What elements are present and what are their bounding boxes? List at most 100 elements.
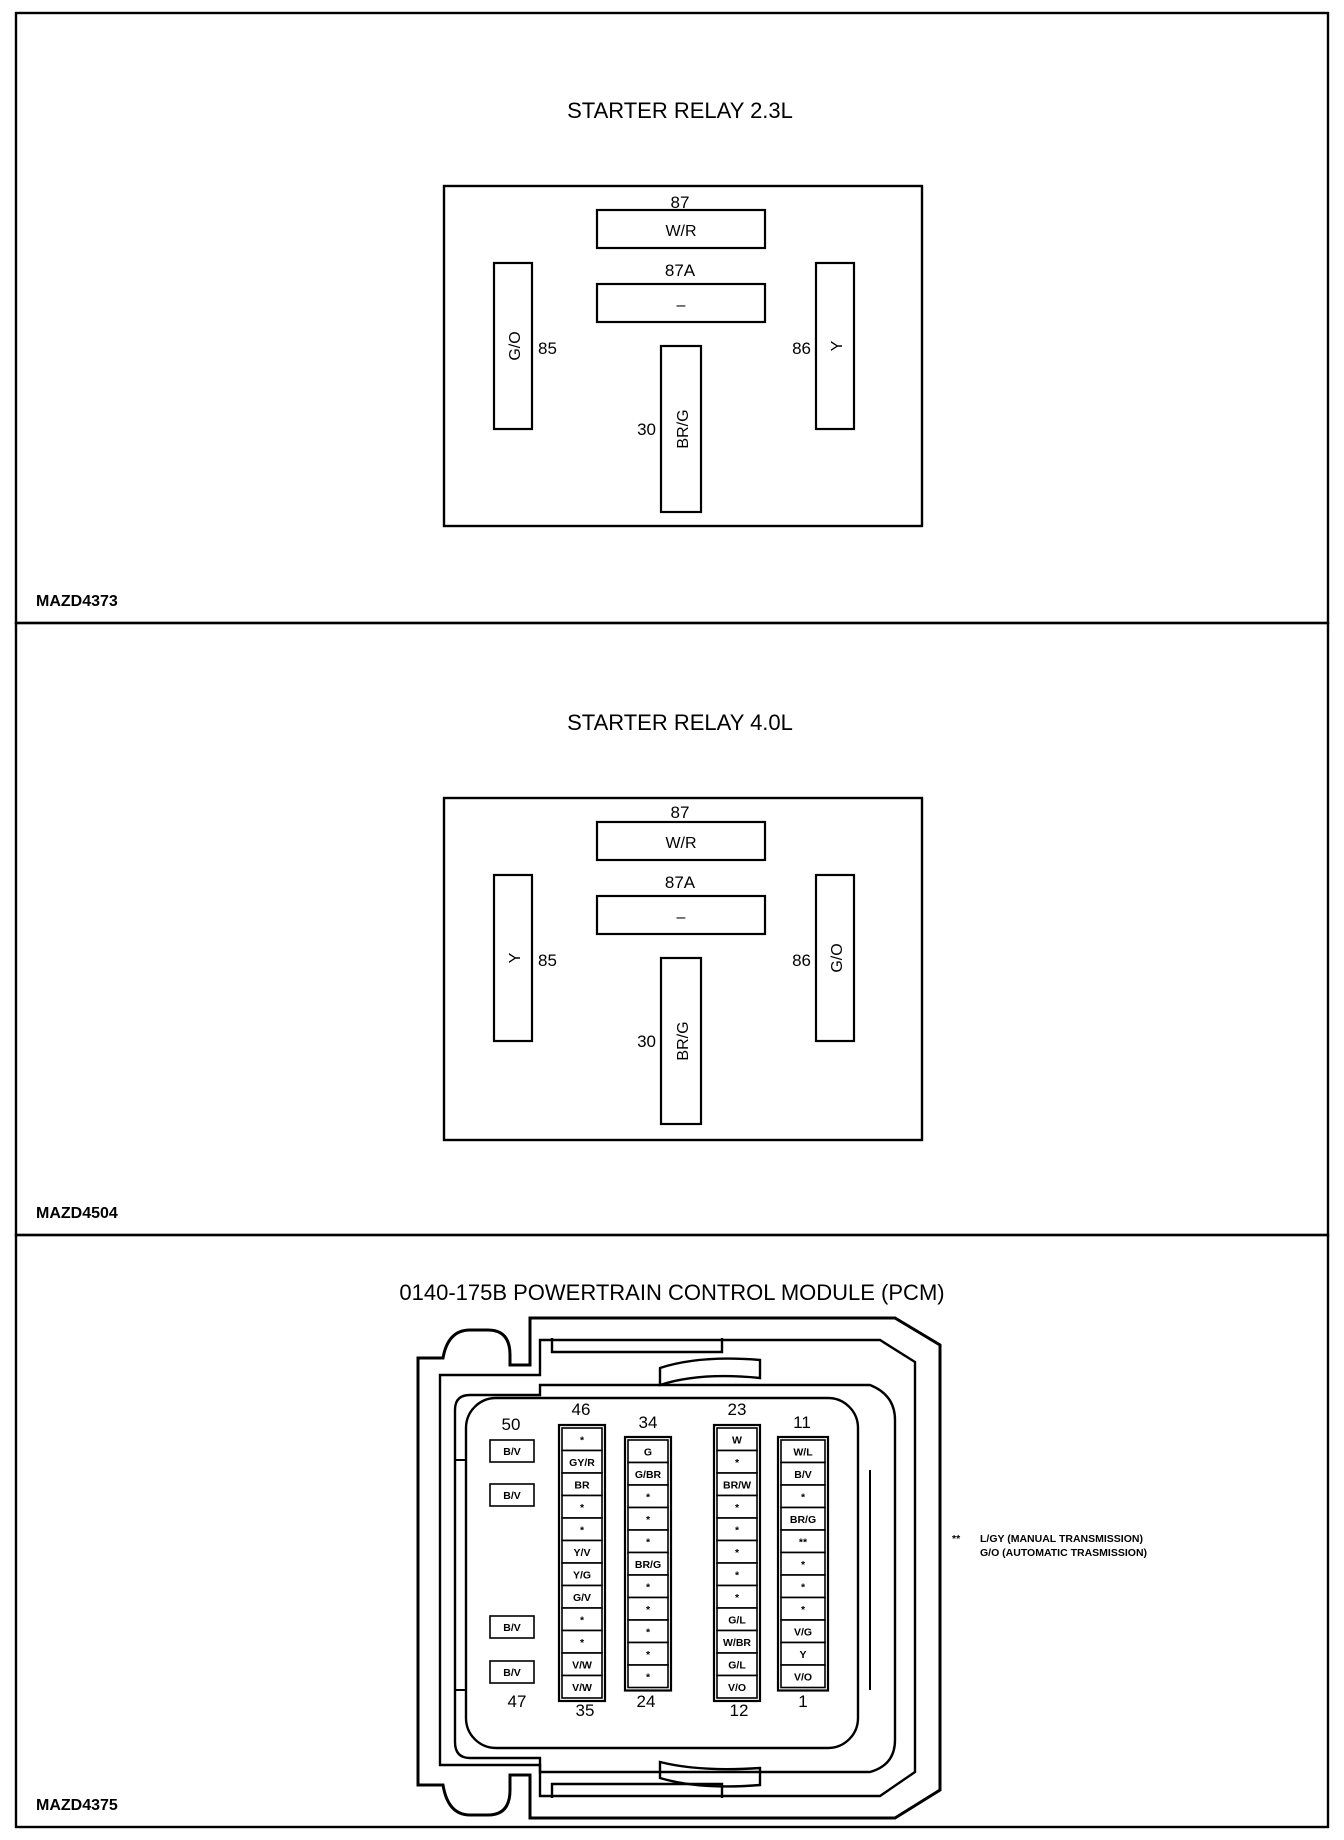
pin-wire-color: BR [574, 1479, 590, 1491]
pin-wire-color: * [646, 1581, 651, 1593]
transmission-note: ** L/GY (MANUAL TRANSMISSION) G/O (AUTOM… [952, 1533, 1147, 1559]
pin-wire-color: V/O [728, 1682, 746, 1694]
panel-title: 0140-175B POWERTRAIN CONTROL MODULE (PCM… [399, 1280, 944, 1305]
pin-wire-color: * [646, 1536, 651, 1548]
pin-wire-color: ** [799, 1536, 808, 1548]
pin-column-23-12: W*BR/W*****G/LW/BRG/LV/O [712, 1423, 762, 1703]
pin-cell: * [627, 1529, 669, 1554]
column-labels-bottom: 47 35 24 12 1 [508, 1692, 808, 1720]
pin-cell: * [561, 1427, 603, 1452]
pin-cell: * [627, 1484, 669, 1509]
pin-wire-color: G/V [573, 1592, 591, 1604]
connector-outer-shell [416, 1316, 942, 1820]
pin-cell: * [561, 1494, 603, 1519]
wire-color: BR/G [675, 1021, 692, 1060]
pin-terminal [492, 873, 534, 1043]
panel-pcm-connector: 0140-175B POWERTRAIN CONTROL MODULE (PCM… [14, 1233, 1330, 1829]
col-label-1: 1 [798, 1692, 807, 1711]
pin-wire-color: * [735, 1524, 740, 1536]
pin-cell: B/V [489, 1439, 535, 1463]
figure-code: MAZD4375 [36, 1797, 118, 1814]
wire-color: – [677, 297, 686, 314]
pin-number: 87 [671, 193, 690, 212]
wire-color: G/O [829, 943, 846, 972]
pin-cell: * [716, 1494, 758, 1519]
pin-cell-box [489, 1660, 535, 1684]
pin-cell: * [716, 1584, 758, 1609]
col-label-35: 35 [576, 1701, 595, 1720]
pin-cell: W/BR [716, 1629, 758, 1654]
pin-cell: V/W [561, 1674, 603, 1699]
note-line-2: G/O (AUTOMATIC TRASMISSION) [980, 1547, 1147, 1559]
pin-terminal [595, 282, 767, 324]
pin-wire-color: * [646, 1514, 651, 1526]
wire-color: G/O [507, 331, 524, 360]
pin-wire-color: W/L [793, 1446, 813, 1458]
pin-cell: * [780, 1484, 826, 1509]
pin-wire-color: * [580, 1524, 585, 1536]
note-line-1: L/GY (MANUAL TRANSMISSION) [980, 1533, 1143, 1545]
pin-cell: * [561, 1607, 603, 1632]
pin-cell: G [627, 1439, 669, 1464]
connector-inner-shell [438, 1338, 917, 1798]
col-label-46: 46 [572, 1400, 591, 1419]
pin-wire-color: B/V [503, 1446, 521, 1458]
pin-number: 85 [538, 951, 557, 970]
wire-color: – [677, 909, 686, 926]
wire-color: Y [829, 340, 846, 351]
pin-cell: V/O [780, 1664, 826, 1689]
top-latch-tab [658, 1357, 762, 1387]
wire-color: W/R [665, 223, 696, 240]
pin-cell: * [716, 1562, 758, 1587]
pin-column-frame [776, 1435, 830, 1692]
pin-cell: * [561, 1629, 603, 1654]
pin-number: 30 [637, 420, 656, 439]
pin-terminal [595, 894, 767, 936]
col-label-47: 47 [508, 1692, 527, 1711]
pin-column-frame [557, 1423, 607, 1703]
col-label-11: 11 [793, 1413, 811, 1432]
pin-cell: W [716, 1427, 758, 1452]
pin-cell: BR/G [780, 1506, 826, 1531]
pin-cell: * [716, 1517, 758, 1542]
pin-wire-color: B/V [503, 1622, 521, 1634]
pin-cell-box [489, 1615, 535, 1639]
pin-cell: BR/W [716, 1472, 758, 1497]
pin-wire-color: * [580, 1637, 585, 1649]
pin-wire-color: Y [799, 1649, 806, 1661]
pin-cell: Y/G [561, 1562, 603, 1587]
pin-wire-color: * [801, 1604, 806, 1616]
wire-color: W/R [665, 835, 696, 852]
pin-terminal [595, 208, 767, 250]
panel-starter-relay-4-0l: STARTER RELAY 4.0L 87 W/R 87A – Y 85 G/O [14, 621, 1330, 1237]
pin-terminal [595, 820, 767, 862]
pin-wire-color: * [735, 1502, 740, 1514]
connector-housing [416, 1316, 942, 1820]
pin-wire-color: BR/G [635, 1559, 661, 1571]
pin-cell: G/V [561, 1584, 603, 1609]
pin-number: 87 [671, 803, 690, 822]
pin-cell: * [780, 1551, 826, 1576]
pin-cell: GY/R [561, 1449, 603, 1474]
note-marker: ** [952, 1533, 961, 1545]
col-label-50: 50 [502, 1415, 521, 1434]
pin-wire-color: Y/V [574, 1547, 591, 1559]
pin-wire-color: * [801, 1491, 806, 1503]
panel-frame [14, 1233, 1330, 1829]
pin-cell-box [780, 1664, 826, 1689]
pin-wire-color: * [735, 1592, 740, 1604]
relay-pin-86: G/O 86 [792, 873, 856, 1043]
pin-wire-color: * [801, 1559, 806, 1571]
pin-column-50-47: B/VB/VB/VB/V [489, 1439, 535, 1684]
pin-cell: * [627, 1506, 669, 1531]
pin-wire-color: * [801, 1581, 806, 1593]
pin-cell: * [780, 1596, 826, 1621]
column-labels-top: 50 46 34 23 11 [502, 1400, 811, 1434]
pin-column-34-24: GG/BR***BR/G***** [623, 1435, 673, 1692]
pin-cell: G/L [716, 1652, 758, 1677]
pin-terminal [814, 261, 856, 431]
pin-cell-box [716, 1674, 758, 1699]
pin-number: 86 [792, 339, 811, 358]
pin-wire-color: V/W [572, 1659, 592, 1671]
pin-cell: ** [780, 1529, 826, 1554]
